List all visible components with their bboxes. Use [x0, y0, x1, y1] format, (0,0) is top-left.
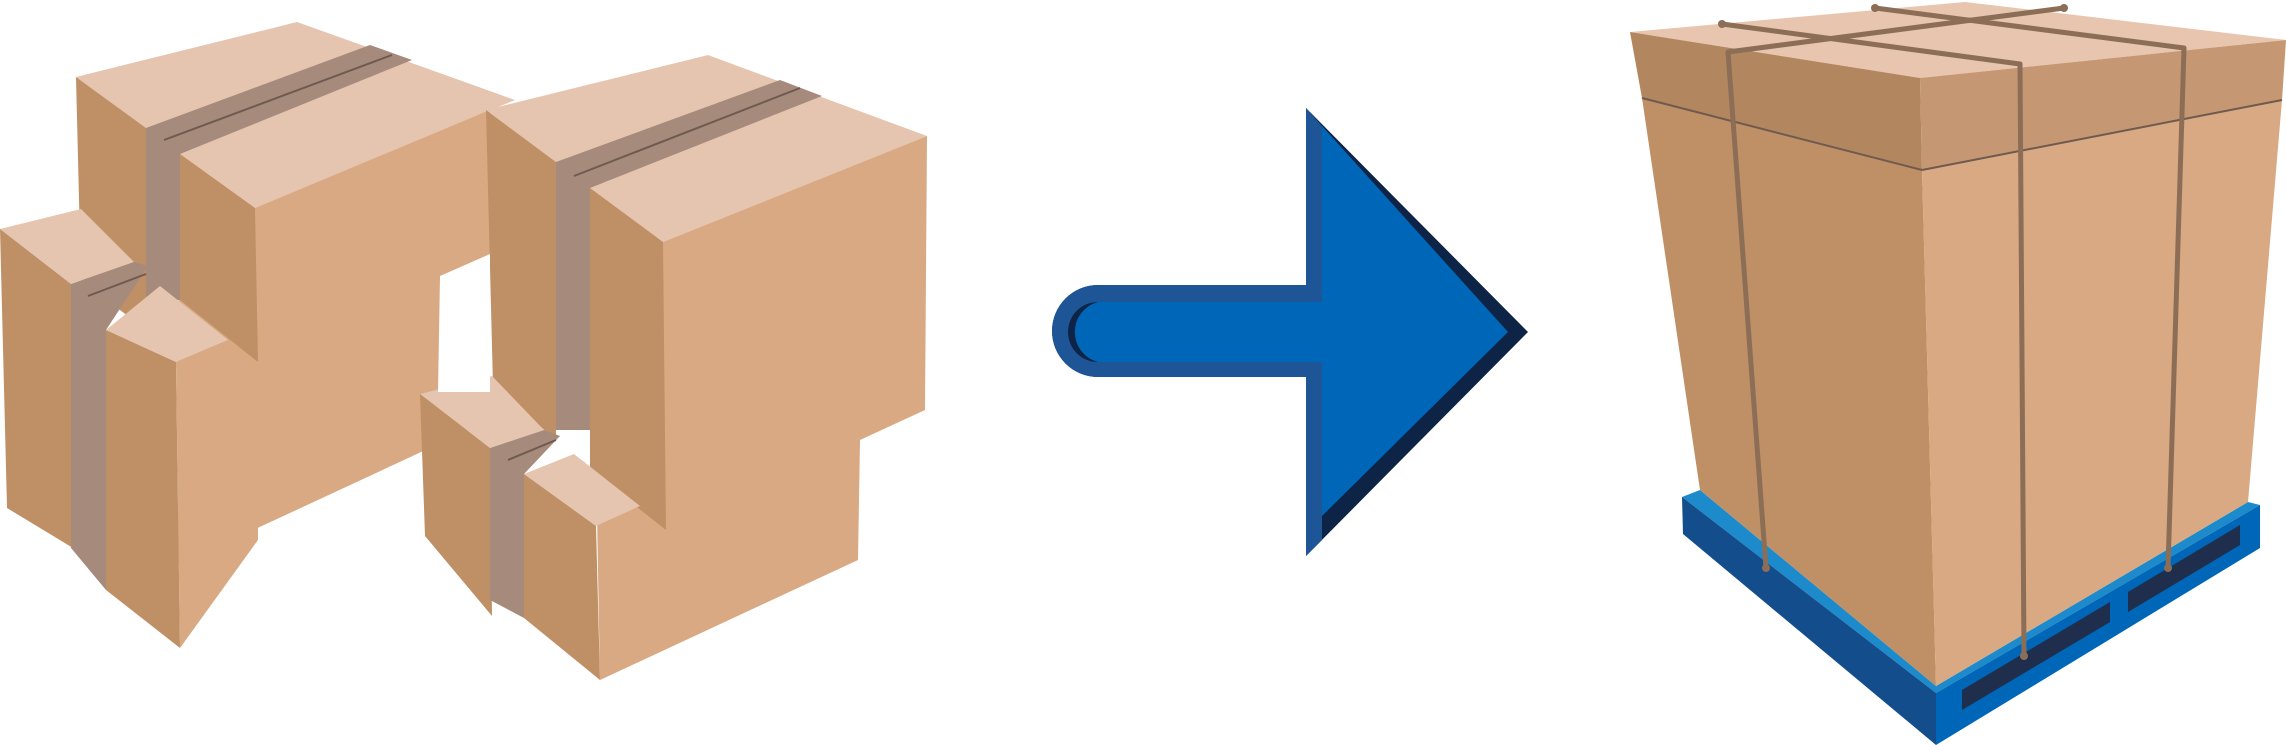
loose-boxes-group	[0, 22, 927, 680]
gap-opening	[438, 254, 490, 392]
box-tape-line	[163, 54, 393, 141]
box-side-face	[486, 110, 556, 440]
pallet-slot-left	[1962, 602, 2110, 710]
box-front-left	[0, 209, 258, 648]
box-tape-line	[507, 439, 557, 461]
strap-end	[1718, 20, 1726, 28]
box-inner-side-face	[180, 154, 258, 362]
pallet	[1682, 490, 2260, 745]
box-lid-left	[1630, 32, 1922, 170]
strapping-bands	[1718, 4, 2187, 660]
box-tape-line	[573, 87, 801, 177]
box-tape-strip	[71, 262, 148, 590]
strap-band	[1725, 5, 2065, 569]
box-lid-edge	[1921, 99, 2283, 171]
box-tape-strip	[146, 45, 412, 300]
strap-end	[1871, 4, 1879, 12]
strap-end	[1762, 564, 1770, 572]
box-top-face	[106, 286, 228, 362]
arrow-fill	[1074, 126, 1508, 516]
box-back-right	[486, 55, 927, 680]
box-inner-side-face	[590, 188, 666, 530]
large-shipping-box	[1630, 2, 2286, 686]
box-side-face	[420, 394, 492, 616]
box-top-face	[1630, 2, 2286, 78]
pallet-with-box-group	[1630, 2, 2286, 745]
box-top-face	[420, 376, 544, 448]
box-front-right-face	[1922, 100, 2282, 686]
box-front-middle	[420, 376, 640, 680]
box-top-face	[0, 209, 134, 284]
box-front-face	[590, 136, 927, 680]
box-lid-right	[1920, 40, 2286, 170]
box-tape-strip	[556, 80, 822, 430]
box-front-face	[176, 340, 258, 648]
box-tape-strip	[490, 430, 560, 618]
strap-end	[2060, 4, 2068, 12]
box-front-face	[524, 474, 600, 680]
strap-end	[2164, 564, 2172, 572]
arrow-right-icon	[1052, 108, 1528, 556]
box-tape-line	[87, 273, 147, 297]
pallet-slot-right	[2128, 525, 2240, 612]
box-top-face	[76, 22, 515, 208]
box-top-face	[524, 454, 640, 526]
box-lid-edge	[1641, 97, 1923, 171]
strap-end	[2020, 652, 2028, 660]
box-front-left-face	[1642, 98, 1936, 686]
pallet-left-side	[1682, 497, 1936, 745]
box-top-face	[486, 55, 927, 242]
box-side-face	[0, 229, 73, 548]
box-front-face	[106, 330, 180, 648]
